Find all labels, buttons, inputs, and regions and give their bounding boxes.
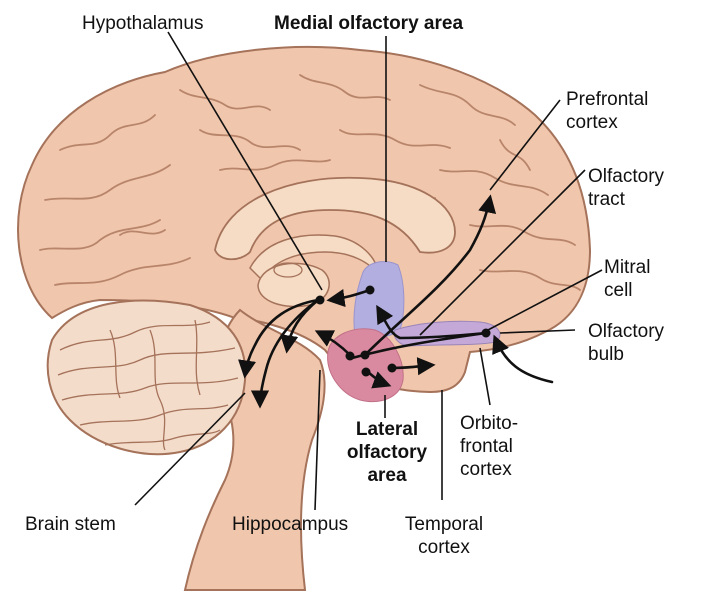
label-hippocampus: Hippocampus [232, 514, 349, 535]
label-hypothalamus: Hypothalamus [82, 13, 204, 34]
label-orbitofrontal-line2: frontal [460, 436, 513, 457]
label-temporal-line1: Temporal [404, 514, 484, 535]
leader-lines [134, 31, 603, 511]
label-lateral-olfactory-area: Lateral olfactory area [336, 418, 438, 487]
label-olfactory-tract-line2: tract [588, 189, 625, 210]
label-olfactory-bulb-line2: bulb [588, 344, 624, 365]
label-prefrontal-cortex: Prefrontal cortex [566, 88, 648, 134]
label-temporal-line2: cortex [418, 537, 470, 558]
label-orbitofrontal-line3: cortex [460, 459, 512, 480]
label-olfactory-tract-line1: Olfactory [588, 166, 665, 187]
label-lateral-line2: olfactory [346, 442, 428, 463]
label-brain-stem: Brain stem [25, 514, 116, 535]
label-orbitofrontal-line1: Orbito- [460, 413, 519, 434]
label-medial-olfactory-area: Medial olfactory area [274, 13, 464, 34]
label-olfactory-bulb-line1: Olfactory [588, 321, 665, 342]
label-lateral-line1: Lateral [355, 419, 419, 440]
corpus-callosum [214, 176, 456, 261]
cerebrum [17, 45, 592, 394]
label-prefrontal-cortex-line2: cortex [566, 112, 618, 133]
label-mitral-cell-line2: cell [604, 280, 633, 301]
label-mitral-cell: Mitral cell [604, 256, 650, 302]
cerebellum [46, 299, 247, 456]
label-prefrontal-cortex-line1: Prefrontal [566, 89, 649, 110]
label-orbitofrontal-cortex: Orbito- frontal cortex [460, 412, 518, 481]
label-olfactory-tract: Olfactory tract [588, 165, 664, 211]
pathway-arrows [238, 194, 554, 409]
label-mitral-cell-line1: Mitral [604, 257, 651, 278]
label-olfactory-bulb: Olfactory bulb [588, 320, 664, 366]
label-temporal-cortex: Temporal cortex [396, 513, 492, 559]
label-lateral-line3: area [367, 465, 407, 486]
gyri-lines [39, 74, 581, 291]
pathway-nodes [315, 285, 491, 377]
